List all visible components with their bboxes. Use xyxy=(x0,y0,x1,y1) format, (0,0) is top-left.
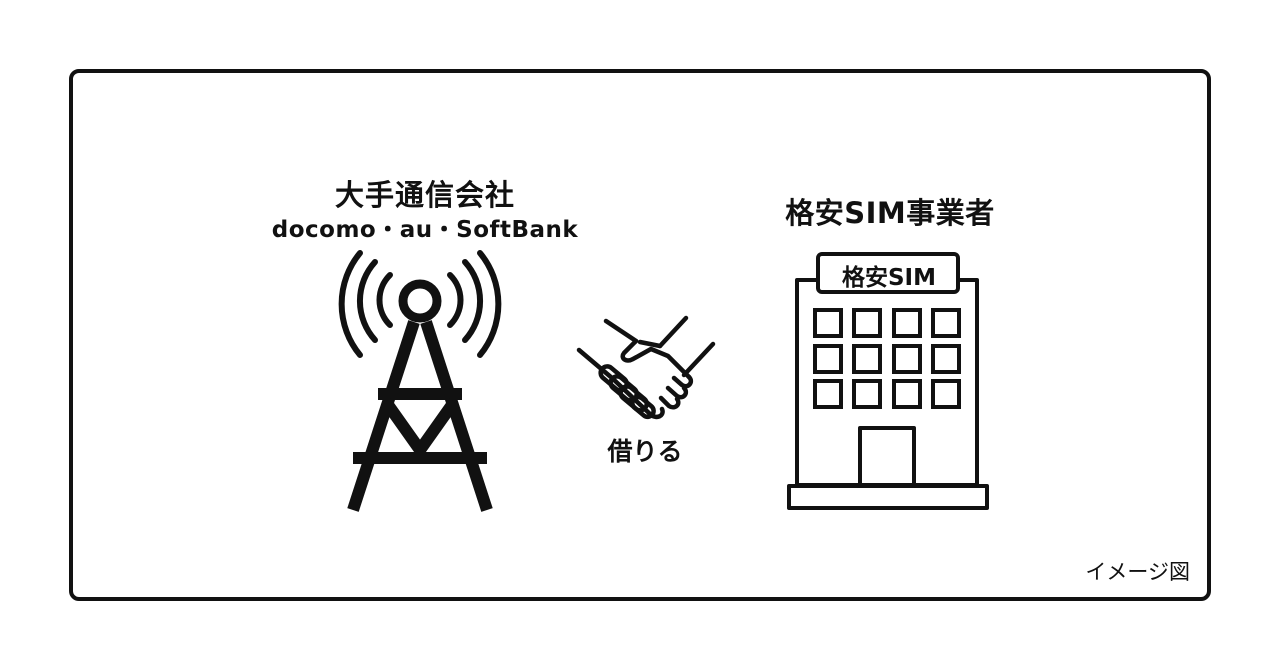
handshake-icon xyxy=(576,315,716,420)
office-building-icon xyxy=(787,252,989,510)
diagram-frame xyxy=(69,69,1211,601)
carrier-title: 大手通信会社 xyxy=(334,178,515,212)
building-sign-label: 格安SIM xyxy=(841,265,936,291)
image-caption: イメージ図 xyxy=(1085,560,1190,584)
carrier-subtitle: docomo・au・SoftBank xyxy=(271,217,579,243)
mvno-title: 格安SIM事業者 xyxy=(785,196,995,230)
radio-tower-icon xyxy=(338,250,502,512)
relation-label: 借りる xyxy=(607,437,683,466)
